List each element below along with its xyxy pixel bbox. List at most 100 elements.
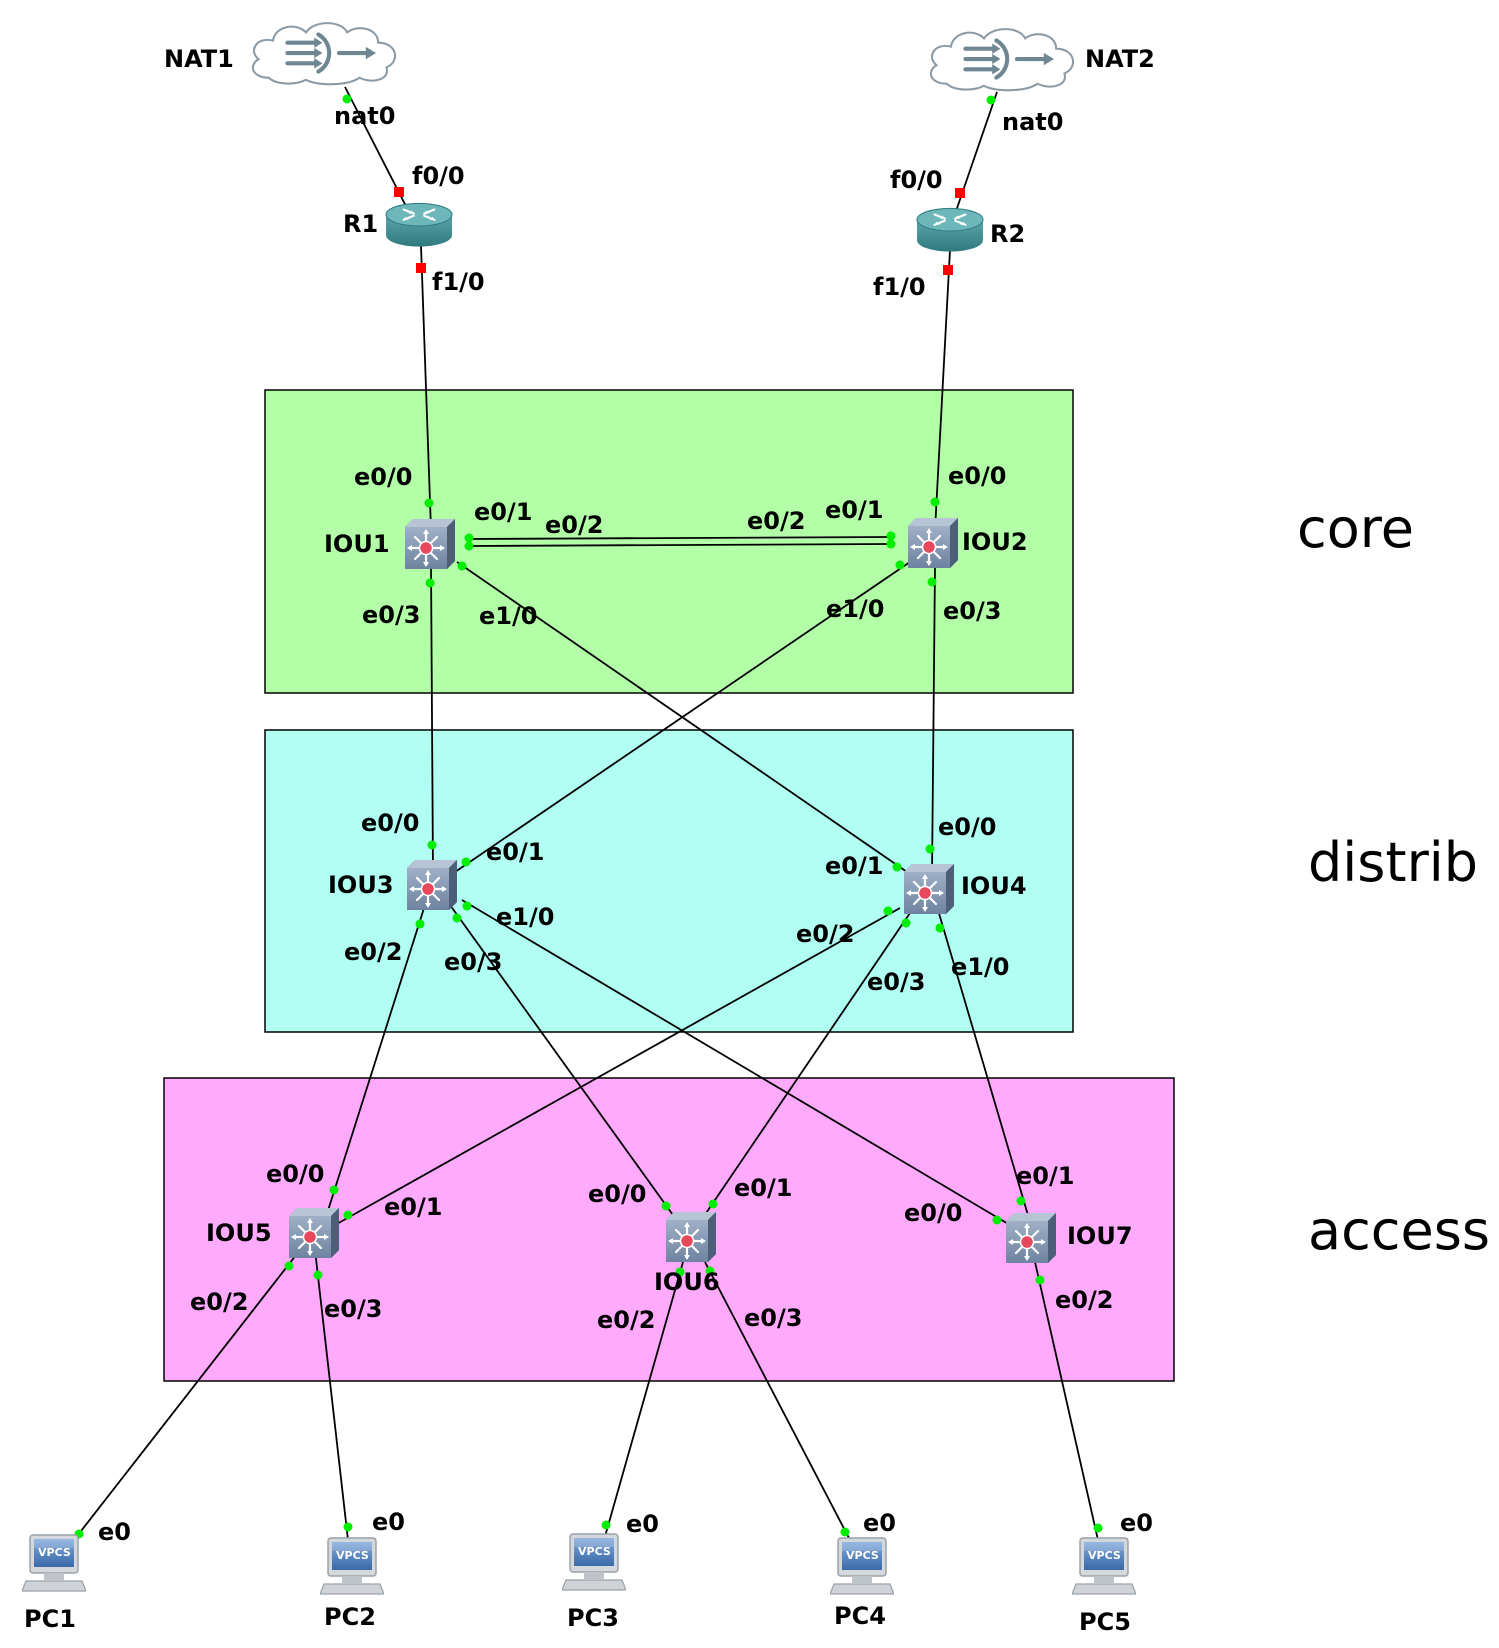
port-status-iou5-e0-0 — [329, 1185, 339, 1195]
r1-label: R1 — [343, 210, 378, 238]
port-status-iou6-e0-1 — [708, 1199, 718, 1209]
port-label-iou6-e0-3: e0/3 — [744, 1304, 802, 1332]
pc5-node[interactable]: VPCS PC5 — [1072, 1537, 1136, 1636]
link-iou1-iou2-e0-1[interactable] — [467, 536, 894, 540]
port-label-pc2-e0: e0 — [372, 1508, 405, 1536]
link-iou4-iou6[interactable] — [699, 909, 913, 1223]
port-status-nat2-nat0 — [986, 95, 996, 105]
multilayer-switch-icon — [403, 519, 455, 569]
port-status-pc3-e0 — [601, 1520, 611, 1530]
port-label-pc4-e0: e0 — [863, 1509, 896, 1537]
port-status-iou2-e0-2 — [886, 539, 896, 549]
port-status-pc4-e0 — [840, 1527, 850, 1537]
link-iou1-iou3[interactable] — [430, 564, 434, 873]
iou7-node[interactable]: IOU7 — [1004, 1213, 1133, 1263]
vpcs-computer-icon — [562, 1533, 626, 1591]
port-label-iou2-e0-1: e0/1 — [825, 496, 883, 524]
link-iou4-iou5[interactable] — [334, 907, 901, 1226]
pc3-node[interactable]: VPCS PC3 — [562, 1533, 626, 1632]
port-label-pc5-e0: e0 — [1120, 1509, 1153, 1537]
port-label-iou5-e0-0: e0/0 — [266, 1160, 324, 1188]
pc5-label: PC5 — [1079, 1608, 1131, 1636]
link-iou5-pc2[interactable] — [314, 1249, 349, 1541]
port-label-pc1-e0: e0 — [98, 1518, 131, 1546]
port-label-r2-f1-0: f1/0 — [873, 273, 926, 301]
multilayer-switch-icon — [664, 1212, 716, 1262]
link-iou4-iou7[interactable] — [937, 909, 1031, 1223]
port-label-iou3-e0-3: e0/3 — [444, 948, 502, 976]
link-iou3-iou6[interactable] — [449, 904, 679, 1223]
port-label-nat2-nat0: nat0 — [1002, 108, 1063, 136]
port-status-iou1-e0-3 — [425, 578, 435, 588]
nat2-label: NAT2 — [1085, 45, 1155, 73]
link-iou3-iou5[interactable] — [324, 904, 426, 1221]
port-label-iou1-e1-0: e1/0 — [479, 602, 537, 630]
port-label-r1-f1-0: f1/0 — [432, 268, 485, 296]
iou1-node[interactable]: IOU1 — [324, 519, 455, 569]
core-layer-label: core — [1297, 497, 1414, 560]
iou1-label: IOU1 — [324, 530, 390, 558]
nat2-node[interactable]: NAT2 — [931, 29, 1155, 90]
link-iou1-iou4[interactable] — [456, 561, 911, 875]
port-status-iou7-e0-2 — [1035, 1275, 1045, 1285]
iou5-node[interactable]: IOU5 — [206, 1208, 339, 1258]
link-iou1-iou2-e0-2[interactable] — [467, 543, 894, 547]
r1-node[interactable]: R1 — [343, 202, 453, 248]
port-label-iou3-e0-0: e0/0 — [361, 809, 419, 837]
link-iou3-iou7[interactable] — [461, 899, 1011, 1226]
port-status-iou2-e0-0 — [930, 497, 940, 507]
port-label-iou5-e0-3: e0/3 — [324, 1295, 382, 1323]
iou3-node[interactable]: IOU3 — [328, 860, 457, 910]
distrib-layer-label: distrib — [1308, 831, 1478, 894]
port-label-r2-f0-0: f0/0 — [890, 166, 943, 194]
port-status-iou3-e0-3 — [452, 913, 462, 923]
port-label-iou6-e0-0: e0/0 — [588, 1180, 646, 1208]
port-label-iou4-e0-2: e0/2 — [796, 920, 854, 948]
link-iou7-pc5[interactable] — [1034, 1261, 1099, 1541]
link-iou2-iou3[interactable] — [454, 561, 911, 873]
iou4-node[interactable]: IOU4 — [902, 864, 1027, 914]
port-status-r2-f1-0 — [943, 265, 953, 275]
port-label-pc3-e0: e0 — [626, 1510, 659, 1538]
link-r2-iou2[interactable] — [934, 249, 951, 531]
vpcs-badge: VPCS — [846, 1549, 879, 1562]
port-status-iou2-e0-3 — [927, 577, 937, 587]
link-iou6-pc4[interactable] — [704, 1261, 851, 1541]
iou6-label: IOU6 — [654, 1268, 720, 1296]
iou2-node[interactable]: IOU2 — [906, 518, 1028, 568]
iou6-node[interactable]: IOU6 — [654, 1212, 720, 1296]
pc4-node[interactable]: VPCS PC4 — [830, 1537, 894, 1630]
vpcs-badge: VPCS — [1088, 1549, 1121, 1562]
r2-label: R2 — [990, 220, 1025, 248]
port-label-iou3-e1-0: e1/0 — [496, 903, 554, 931]
port-label-iou4-e1-0: e1/0 — [951, 953, 1009, 981]
pc2-node[interactable]: VPCS PC2 — [320, 1537, 384, 1631]
r2-node[interactable]: R2 — [916, 207, 1025, 253]
vpcs-badge: VPCS — [38, 1546, 71, 1559]
port-status-iou4-e1-0 — [935, 923, 945, 933]
port-status-iou1-e0-1 — [464, 533, 474, 543]
vpcs-badge: VPCS — [578, 1545, 611, 1558]
port-status-iou5-e0-1 — [343, 1210, 353, 1220]
pc3-label: PC3 — [567, 1604, 619, 1632]
link-iou2-iou4[interactable] — [931, 564, 936, 875]
iou4-label: IOU4 — [961, 872, 1027, 900]
vpcs-computer-icon — [320, 1537, 384, 1595]
port-label-iou1-e0-3: e0/3 — [362, 601, 420, 629]
port-status-iou2-e0-1 — [886, 531, 896, 541]
vpcs-computer-icon — [830, 1537, 894, 1595]
port-status-pc5-e0 — [1093, 1523, 1103, 1533]
link-iou5-pc1[interactable] — [73, 1249, 301, 1541]
port-status-iou5-e0-3 — [313, 1270, 323, 1280]
port-status-iou4-e0-0 — [925, 844, 935, 854]
nat1-label: NAT1 — [164, 45, 234, 73]
nat1-node[interactable]: NAT1 — [164, 23, 395, 84]
pc1-node[interactable]: VPCS PC1 — [22, 1534, 86, 1633]
port-label-iou4-e0-1: e0/1 — [825, 852, 883, 880]
link-r1-iou1[interactable] — [420, 245, 432, 531]
port-status-iou2-e1-0 — [895, 560, 905, 570]
link-iou6-pc3[interactable] — [603, 1261, 684, 1541]
iou5-label: IOU5 — [206, 1219, 272, 1247]
